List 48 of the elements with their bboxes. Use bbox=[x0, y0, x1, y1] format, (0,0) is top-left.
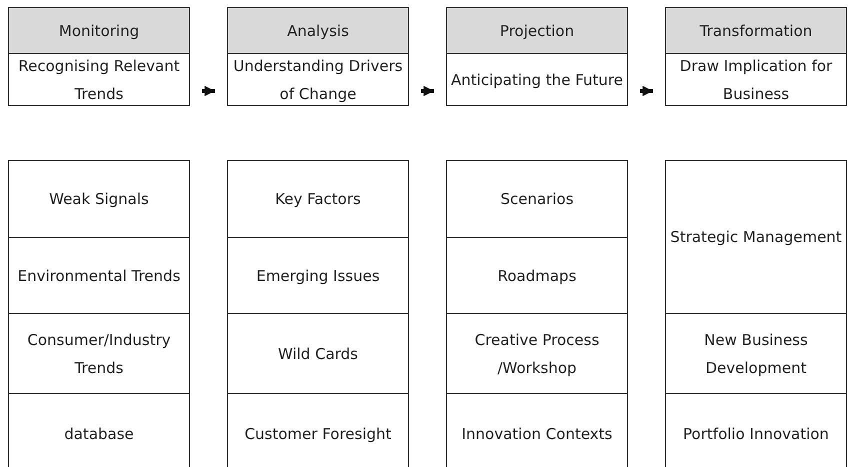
method-cell bbox=[8, 237, 190, 314]
node-text: New Business Development bbox=[703, 330, 809, 378]
node-text: Portfolio Innovation bbox=[682, 424, 830, 444]
node-text: database bbox=[63, 424, 135, 444]
node-text: Analysis bbox=[286, 20, 350, 42]
method-cell bbox=[227, 313, 409, 394]
stage-box bbox=[8, 53, 190, 106]
stage-header bbox=[227, 7, 409, 54]
stage-header bbox=[665, 7, 847, 54]
arrow bbox=[421, 86, 434, 96]
node-text: Projection bbox=[498, 20, 576, 42]
node-text: Anticipating the Future bbox=[450, 70, 624, 90]
node-text: Creative Process /Workshop bbox=[474, 330, 600, 378]
method-cell bbox=[227, 160, 409, 238]
stage-header bbox=[446, 7, 628, 54]
stage-header bbox=[8, 7, 190, 54]
method-cell bbox=[446, 237, 628, 314]
arrow bbox=[640, 86, 653, 96]
method-cell bbox=[8, 160, 190, 238]
node-text: Consumer/Industry Trends bbox=[26, 330, 172, 378]
node-text: Innovation Contexts bbox=[460, 424, 614, 444]
method-cell bbox=[446, 313, 628, 394]
node-text: Draw Implication for Business bbox=[678, 56, 834, 104]
node-text: Transformation bbox=[698, 20, 814, 42]
node-text: Environmental Trends bbox=[16, 266, 182, 286]
node-text: Customer Foresight bbox=[244, 424, 392, 444]
arrow bbox=[202, 86, 215, 96]
method-cell bbox=[446, 160, 628, 238]
method-cell bbox=[665, 393, 847, 467]
method-cell bbox=[227, 393, 409, 467]
node-text: Emerging Issues bbox=[255, 266, 381, 286]
node-text: Scenarios bbox=[499, 189, 575, 210]
method-cell bbox=[8, 313, 190, 394]
method-cell bbox=[665, 313, 847, 394]
method-cell bbox=[446, 393, 628, 467]
node-text: Weak Signals bbox=[48, 189, 150, 210]
method-cell bbox=[665, 160, 847, 314]
node-text: Roadmaps bbox=[496, 266, 578, 286]
node-text: Monitoring bbox=[58, 20, 140, 42]
node-text: Strategic Management bbox=[669, 227, 843, 248]
method-cell bbox=[227, 237, 409, 314]
node-text: Wild Cards bbox=[276, 344, 360, 364]
node-text: Recognising Relevant Trends bbox=[17, 56, 181, 104]
node-text: Understanding Drivers of Change bbox=[232, 56, 404, 104]
method-cell bbox=[8, 393, 190, 467]
stage-box bbox=[665, 53, 847, 106]
node-text: Key Factors bbox=[274, 189, 362, 210]
stage-box bbox=[446, 53, 628, 106]
